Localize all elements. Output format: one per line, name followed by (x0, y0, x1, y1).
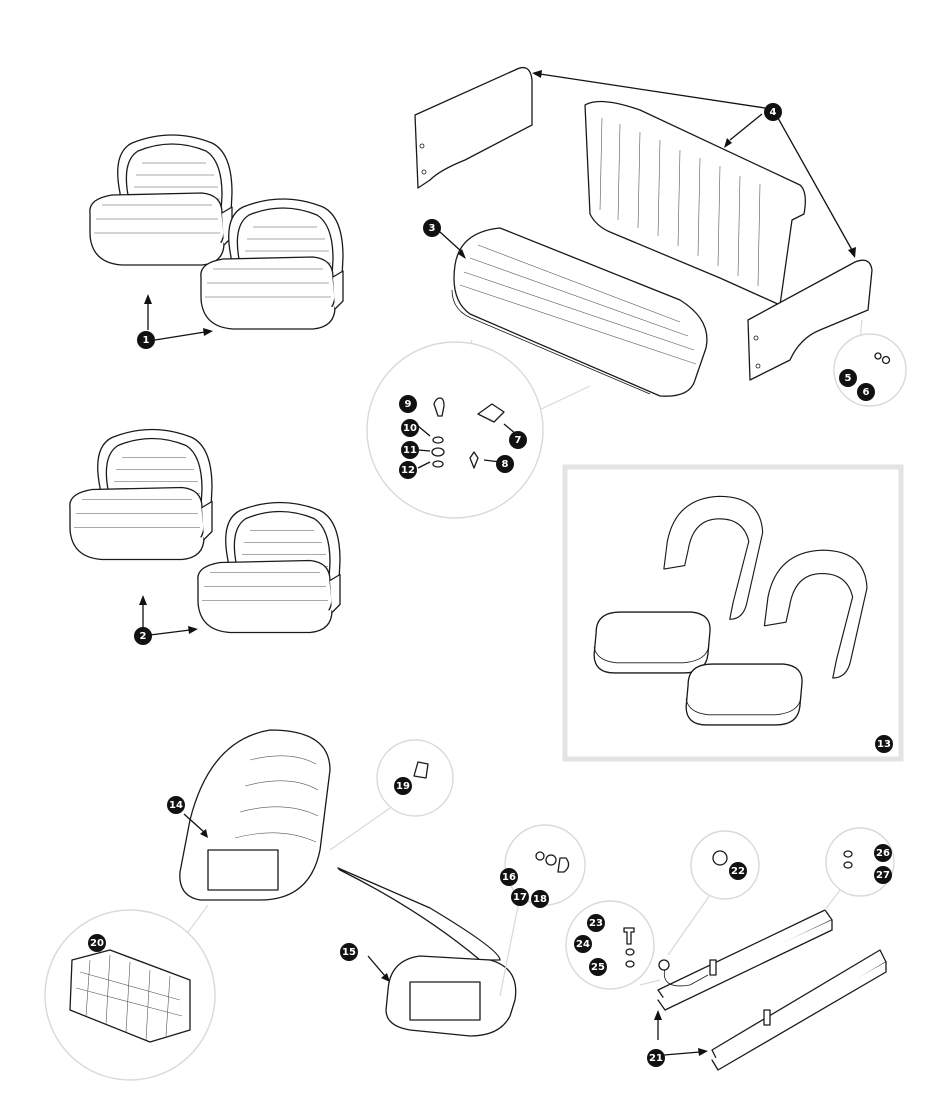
panel-fixing-circle (833, 319, 907, 407)
callout-number: 17 (513, 892, 527, 903)
callout-13: 13 (875, 735, 893, 753)
callout-12: 12 (399, 461, 417, 479)
callout-circle (167, 796, 185, 814)
callout-number: 14 (169, 800, 183, 811)
callout-4: 4 (764, 103, 782, 121)
callout-15: 15 (340, 943, 358, 961)
callout-circle (729, 862, 747, 880)
callout-24: 24 (574, 935, 592, 953)
callout-circle (88, 934, 106, 952)
callout-number: 6 (863, 387, 870, 398)
callout-circle (496, 455, 514, 473)
spring-unit (44, 909, 216, 1081)
seat-frame (337, 867, 523, 1037)
callout-circle (399, 395, 417, 413)
clip-circle (376, 739, 454, 817)
callout-2: 2 (134, 627, 152, 645)
fixing-kit-circle (366, 339, 591, 519)
callout-number: 11 (403, 445, 417, 456)
callout-number: 5 (845, 373, 852, 384)
callout-number: 27 (876, 870, 890, 881)
front-seats-group-2 (68, 428, 341, 636)
seat-runners (654, 909, 887, 1071)
callout-number: 10 (403, 423, 417, 434)
callout-circle (574, 935, 592, 953)
callout-7: 7 (509, 431, 527, 449)
callout-number: 24 (576, 939, 590, 950)
callout-number: 21 (649, 1053, 663, 1064)
callout-number: 26 (876, 848, 890, 859)
callout-number: 7 (515, 435, 522, 446)
seat-covers-box (562, 464, 904, 762)
runner-ball-circle (667, 830, 760, 956)
callout-circle (340, 943, 358, 961)
callout-number: 2 (140, 631, 147, 642)
callout-circle (401, 419, 419, 437)
callout-circle (423, 219, 441, 237)
callout-number: 1 (143, 335, 150, 346)
callout-26: 26 (874, 844, 892, 862)
fixings-circle-16-18 (504, 824, 586, 906)
callout-17: 17 (511, 888, 529, 906)
callout-number: 18 (533, 894, 547, 905)
callout-23: 23 (587, 914, 605, 932)
callout-10: 10 (401, 419, 419, 437)
front-seats-group-1 (89, 134, 344, 341)
callout-number: 25 (591, 962, 605, 973)
callout-27: 27 (874, 866, 892, 884)
callout-18: 18 (531, 890, 549, 908)
callout-number: 13 (877, 739, 891, 750)
callout-number: 15 (342, 947, 356, 958)
callout-number: 4 (770, 107, 777, 118)
callout-20: 20 (88, 934, 106, 952)
callout-circle (857, 383, 875, 401)
callout-9: 9 (399, 395, 417, 413)
callout-number: 12 (401, 465, 415, 476)
callout-number: 16 (502, 872, 516, 883)
callout-19: 19 (394, 777, 412, 795)
callout-circle (134, 627, 152, 645)
callout-11: 11 (401, 441, 419, 459)
callout-number: 9 (405, 399, 412, 410)
callout-circle (647, 1049, 665, 1067)
rear-panels (414, 66, 873, 381)
callout-14: 14 (167, 796, 185, 814)
callout-circle (764, 103, 782, 121)
callout-number: 20 (90, 938, 104, 949)
callout-25: 25 (589, 958, 607, 976)
callout-21: 21 (647, 1049, 665, 1067)
callout-circle (500, 868, 518, 886)
callout-circle (874, 866, 892, 884)
callout-6: 6 (857, 383, 875, 401)
callout-circle (531, 890, 549, 908)
callout-8: 8 (496, 455, 514, 473)
callout-1: 1 (137, 331, 155, 349)
rear-bench-cushion (439, 227, 708, 397)
callout-circle (587, 914, 605, 932)
callout-3: 3 (423, 219, 441, 237)
callout-number: 3 (429, 223, 436, 234)
callout-5: 5 (839, 369, 857, 387)
callout-circle (509, 431, 527, 449)
callout-circle (589, 958, 607, 976)
callout-number: 23 (589, 918, 603, 929)
callout-circle (401, 441, 419, 459)
callout-number: 8 (502, 459, 509, 470)
callout-circle (399, 461, 417, 479)
callout-circle (839, 369, 857, 387)
callout-22: 22 (729, 862, 747, 880)
callout-number: 19 (396, 781, 410, 792)
seat-pan (179, 729, 394, 936)
callout-circle (137, 331, 155, 349)
callout-number: 22 (731, 866, 745, 877)
callout-circle (875, 735, 893, 753)
callout-circle (394, 777, 412, 795)
callout-circle (511, 888, 529, 906)
callout-16: 16 (500, 868, 518, 886)
callout-circle (874, 844, 892, 862)
